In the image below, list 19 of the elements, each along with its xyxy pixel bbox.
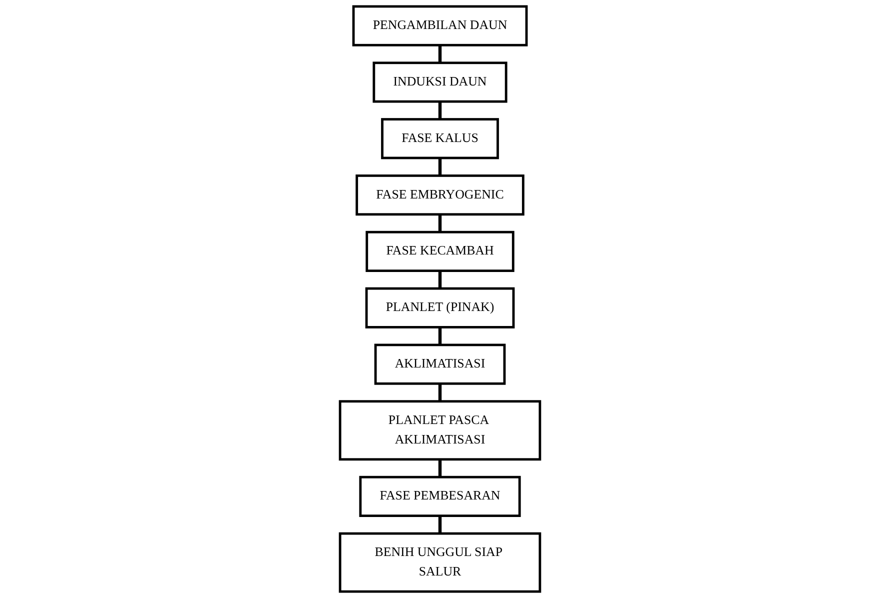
connector: [438, 383, 442, 402]
connector: [438, 158, 442, 176]
node-box: FASE EMBRYOGENIC: [355, 174, 524, 216]
node-box: PENGAMBILAN DAUN: [352, 5, 528, 46]
node-box: FASE KALUS: [380, 118, 498, 160]
connector: [438, 45, 442, 63]
connector: [438, 270, 442, 289]
node-box: FASE KECAMBAH: [365, 230, 514, 272]
node-box: BENIH UNGGUL SIAP SALUR: [338, 532, 541, 593]
connector: [438, 214, 442, 232]
node-box: INDUKSI DAUN: [372, 62, 507, 103]
node-box: FASE PEMBESARAN: [358, 476, 520, 517]
connector: [438, 101, 442, 120]
node-box: AKLIMATISASI: [374, 344, 506, 385]
connector: [438, 516, 442, 534]
connector: [438, 327, 442, 346]
node-box: PLANLET (PINAK): [364, 287, 514, 328]
node-box: PLANLET PASCA AKLIMATISASI: [338, 400, 541, 461]
connector: [438, 459, 442, 478]
